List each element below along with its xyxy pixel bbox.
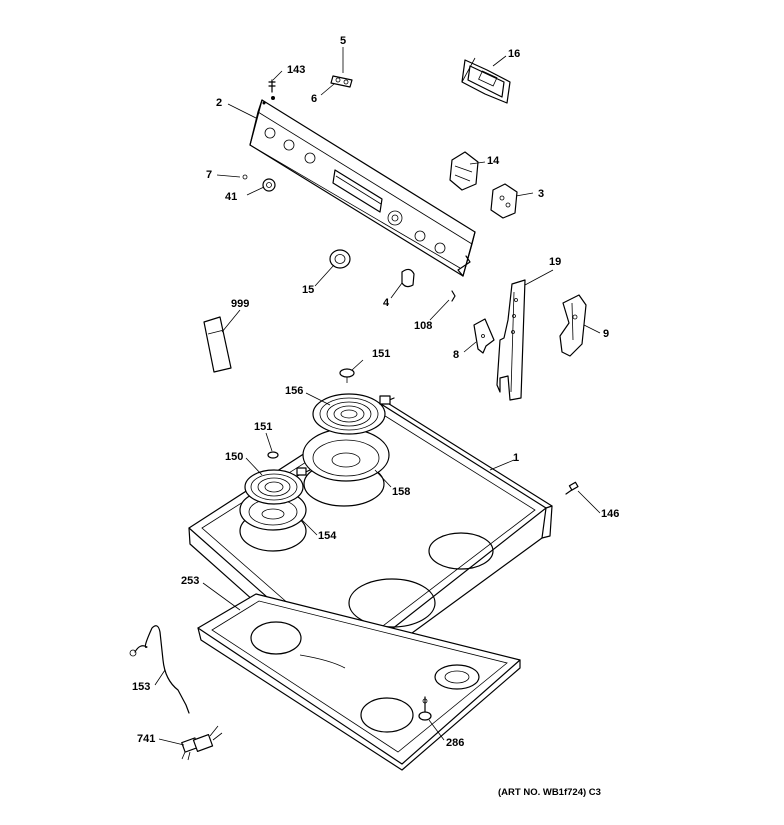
callout-108: 108: [414, 320, 432, 332]
part-286: [418, 696, 432, 721]
switch-14: [449, 151, 479, 191]
leader-lines: [154, 47, 601, 746]
clock-16: [461, 57, 511, 104]
callout-1: 1: [513, 452, 519, 464]
callout-146: 146: [601, 508, 619, 520]
callout-158: 158: [392, 486, 410, 498]
element-150: [244, 467, 311, 505]
part-108: [451, 290, 456, 302]
main-top: [197, 593, 521, 771]
callout-2: 2: [216, 97, 222, 109]
screw-146: [565, 481, 579, 495]
drip-pan-158: [302, 428, 390, 482]
callout-151-left: 151: [254, 421, 272, 433]
part-7: [242, 174, 248, 180]
callout-286: 286: [446, 737, 464, 749]
callout-143: 143: [287, 64, 305, 76]
control-panel: [249, 96, 476, 277]
callout-41: 41: [225, 191, 237, 203]
callout-156: 156: [285, 385, 303, 397]
callout-8: 8: [453, 349, 459, 361]
clip-5: [330, 75, 353, 88]
callout-9: 9: [603, 328, 609, 340]
callout-741: 741: [137, 733, 155, 745]
callout-3: 3: [538, 188, 544, 200]
bracket-8: [473, 318, 495, 354]
callout-7: 7: [206, 169, 212, 181]
part-741: [181, 725, 223, 761]
callout-15: 15: [302, 284, 314, 296]
screw-143: [268, 79, 276, 93]
ring-151-left: [267, 451, 279, 459]
callout-999: 999: [231, 298, 249, 310]
hinge-9: [559, 294, 587, 357]
knob-41: [262, 178, 276, 192]
knob-15: [329, 249, 351, 269]
callout-151-top: 151: [372, 348, 390, 360]
switch-3: [490, 183, 518, 219]
callout-16: 16: [508, 48, 520, 60]
callout-253: 253: [181, 575, 199, 587]
callout-4: 4: [383, 297, 390, 309]
literature-999: [203, 316, 232, 373]
callout-5: 5: [340, 35, 346, 47]
callout-153: 153: [132, 681, 150, 693]
bracket-19: [496, 279, 526, 401]
ring-151-top: [339, 368, 355, 383]
art-number-caption: (ART NO. WB1f724) C3: [498, 787, 601, 798]
element-156: [312, 393, 395, 435]
callout-154: 154: [318, 530, 337, 542]
callout-150: 150: [225, 451, 243, 463]
callout-6: 6: [311, 93, 317, 105]
callout-19: 19: [549, 256, 561, 268]
callout-14: 14: [487, 155, 500, 167]
knob-4: [401, 268, 415, 288]
wire-153: [129, 625, 190, 714]
callout-labels: 143 5 6 16 2 14 3 7 41 15 4 108 19 8 9 9…: [132, 35, 619, 749]
